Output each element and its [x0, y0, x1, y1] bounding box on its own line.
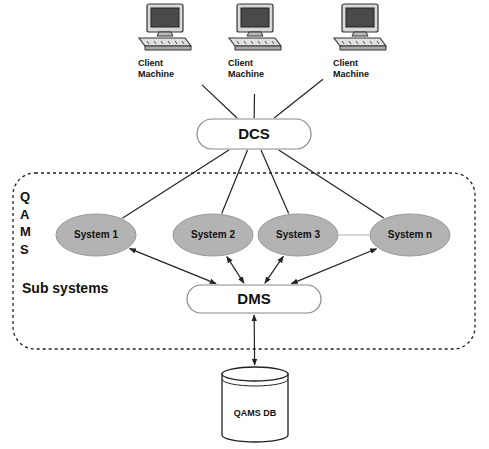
computer-icon — [135, 2, 195, 54]
region-title: Sub systems — [22, 280, 108, 296]
client-machine: Client Machine — [323, 2, 397, 94]
node-label: System 2 — [187, 229, 239, 241]
node-label: Client Machine — [228, 58, 282, 80]
computer-icon — [330, 2, 390, 54]
node-label: System 1 — [70, 229, 122, 241]
system-ellipse: System 1 — [55, 213, 137, 257]
client-machine: Client Machine — [128, 2, 202, 94]
connector — [222, 150, 248, 214]
dcs-box: DCS — [196, 118, 312, 150]
node-outline — [12, 172, 476, 350]
computer-icon — [225, 2, 285, 54]
connector — [254, 94, 255, 118]
connector — [279, 150, 384, 218]
connector — [122, 150, 229, 218]
connector — [202, 85, 237, 118]
connector — [261, 150, 289, 214]
node-label: DMS — [233, 290, 274, 307]
node-label: QAMS DB — [230, 408, 281, 418]
system-ellipse: System 2 — [172, 213, 254, 257]
connector — [274, 79, 323, 118]
node-label: DCS — [234, 125, 274, 142]
connector — [265, 256, 283, 283]
node-label: Client Machine — [138, 58, 192, 80]
region-title: QAMS — [20, 188, 33, 258]
connector — [227, 257, 244, 284]
node-label: System 3 — [272, 229, 324, 241]
node-label: Client Machine — [333, 58, 387, 80]
system-ellipse: System n — [369, 213, 451, 257]
node-label: System n — [384, 229, 436, 241]
client-machine: Client Machine — [218, 2, 292, 94]
subsystems-region: QAMS Sub systems System 1 System 2 System 3 S… — [12, 172, 476, 350]
database-cylinder: QAMS DB — [221, 366, 289, 442]
connector — [254, 315, 256, 365]
dms-box: DMS — [186, 284, 322, 314]
node-outline — [221, 366, 289, 442]
connector — [339, 235, 369, 236]
system-ellipse: System 3 — [257, 213, 339, 257]
